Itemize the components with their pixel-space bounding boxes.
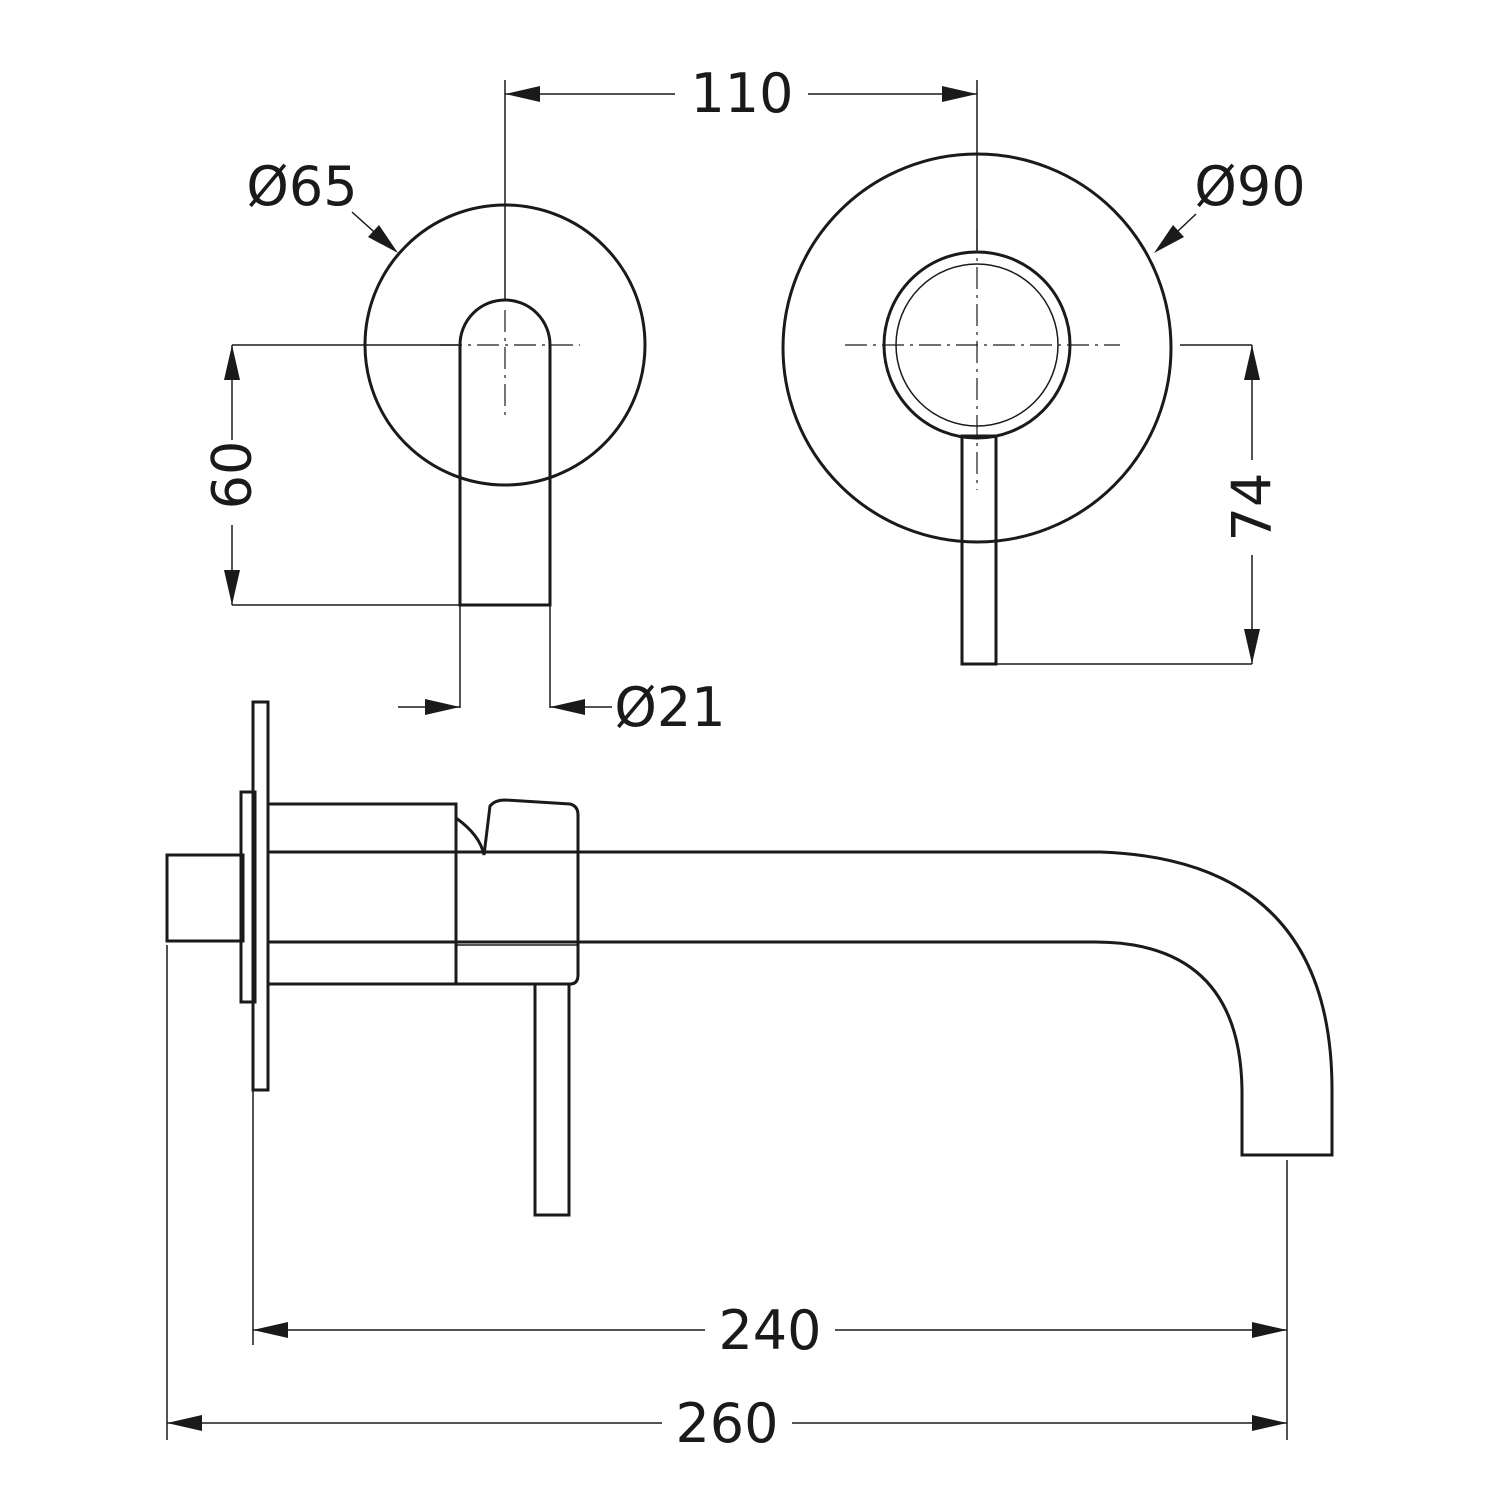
spout-pipe-front xyxy=(458,298,552,607)
mixer-lever-side xyxy=(533,982,571,1217)
dimension-spout-height-label: 60 xyxy=(201,441,264,510)
body-flange xyxy=(239,790,257,1004)
dimension-spout-reach: 240 xyxy=(252,1090,1288,1362)
handle-housing xyxy=(454,798,580,986)
dimension-lever-height-label: 74 xyxy=(1221,473,1284,542)
mixer-body xyxy=(266,802,458,986)
dimension-lever-height: 74 xyxy=(996,344,1284,665)
rear-connector xyxy=(165,853,245,943)
tap-side-view xyxy=(165,700,1334,1217)
dimension-spacing-label: 110 xyxy=(690,62,793,125)
dimension-spout-pipe-label: Ø21 xyxy=(614,676,725,739)
dimension-mixer-rosette-label: Ø90 xyxy=(1194,155,1305,218)
dimension-overall-length: 260 xyxy=(166,945,1288,1455)
dimension-spacing: 110 xyxy=(504,62,978,300)
dimension-spout-reach-label: 240 xyxy=(718,1299,821,1362)
mixer-lever-front xyxy=(960,434,998,666)
dimension-mixer-rosette-diameter: Ø90 xyxy=(1154,155,1306,253)
spout-pipe-side xyxy=(266,850,1334,1157)
dimension-spout-rosette-label: Ø65 xyxy=(246,155,357,218)
dimension-spout-height: 60 xyxy=(201,344,460,606)
dimension-spout-pipe-diameter: Ø21 xyxy=(398,605,726,739)
dimension-overall-length-label: 260 xyxy=(675,1392,778,1455)
dimension-spout-rosette-diameter: Ø65 xyxy=(246,155,398,253)
